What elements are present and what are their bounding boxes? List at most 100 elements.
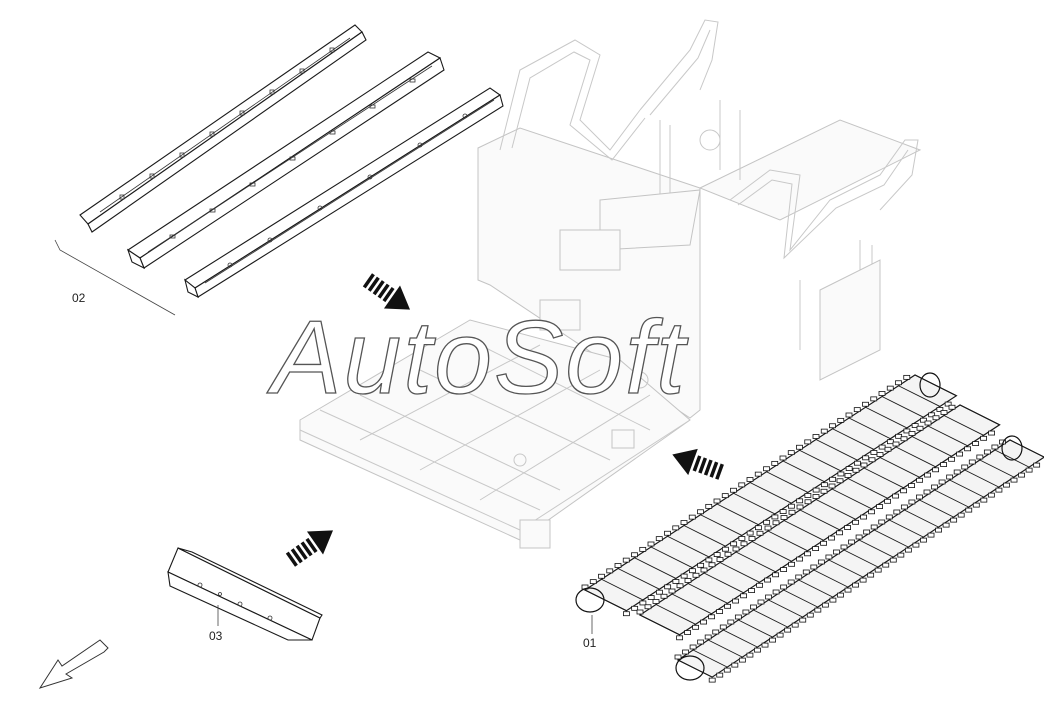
- chain-slat: [751, 541, 792, 562]
- chain-link: [672, 579, 680, 584]
- chain-link: [757, 599, 765, 605]
- chain-link: [780, 584, 788, 590]
- chain-link: [776, 632, 784, 638]
- chain-link: [664, 584, 672, 590]
- chain-link: [769, 637, 776, 643]
- chain-slat: [889, 519, 924, 538]
- chain-slat: [749, 482, 792, 504]
- chain-link: [740, 593, 747, 599]
- chain-link: [876, 504, 883, 509]
- chain-link: [924, 472, 931, 478]
- chain-slat: [865, 406, 908, 429]
- chain-link: [863, 529, 871, 535]
- chain-link: [740, 541, 748, 547]
- chain-link: [900, 436, 908, 442]
- chain-link: [772, 589, 780, 595]
- chain-link: [829, 476, 837, 482]
- chain-link: [927, 532, 935, 538]
- chain-link: [795, 574, 803, 580]
- chain-link: [614, 563, 622, 568]
- chain-link: [787, 450, 795, 456]
- chain-link: [812, 434, 820, 439]
- chain-slat: [934, 489, 969, 508]
- chain-link: [732, 546, 740, 552]
- chain-slat: [964, 469, 1000, 488]
- chain-link: [639, 546, 647, 552]
- chain-link: [788, 561, 795, 567]
- chain-link: [796, 444, 803, 450]
- chain-link: [878, 444, 886, 450]
- chain-link: [995, 487, 1003, 493]
- chain-slat: [584, 589, 627, 612]
- chain-link: [860, 514, 867, 520]
- chain-link: [957, 512, 965, 518]
- chain-link: [804, 499, 812, 505]
- chain-link: [804, 493, 812, 498]
- chain-link: [622, 557, 630, 563]
- chain-link: [623, 611, 630, 617]
- chain-link: [765, 594, 772, 600]
- chain-link: [727, 619, 735, 625]
- chain-slat: [768, 599, 803, 618]
- chain-link: [796, 498, 804, 504]
- chain-link: [940, 410, 948, 415]
- chain-slat: [719, 562, 760, 583]
- chain-link: [983, 449, 991, 455]
- chain-link: [892, 493, 899, 499]
- chain-link: [712, 629, 720, 635]
- chain-link: [784, 627, 792, 633]
- chain-link: [852, 467, 860, 473]
- chain-link: [788, 509, 796, 515]
- chain-slat: [735, 551, 776, 573]
- chain-link: [836, 478, 844, 484]
- chain-link: [931, 484, 938, 490]
- chain-slat: [881, 396, 924, 418]
- chain-link: [780, 567, 787, 572]
- chain-link: [676, 583, 684, 589]
- chain-link: [874, 567, 882, 573]
- chain-link: [928, 412, 936, 418]
- chain-link: [756, 582, 763, 588]
- chain-slat: [911, 436, 952, 457]
- chain-slat: [799, 449, 842, 472]
- chain-link: [804, 551, 811, 557]
- chain-link: [779, 455, 787, 461]
- chain-link: [668, 588, 676, 594]
- chain-link: [606, 568, 614, 574]
- chain-link: [724, 551, 732, 557]
- chain-link: [680, 573, 688, 579]
- chain-link: [868, 509, 875, 515]
- chain-slat: [815, 439, 858, 461]
- chain-link: [940, 462, 947, 467]
- chain-link: [656, 589, 663, 595]
- chain-link: [820, 540, 827, 546]
- chassis-frame: [299, 19, 922, 549]
- chain-link: [780, 515, 788, 520]
- chain-link: [692, 572, 700, 578]
- chain-slat: [716, 503, 759, 526]
- chain-link: [845, 412, 853, 418]
- chain-link: [854, 460, 861, 466]
- chain-link: [844, 587, 852, 593]
- chain-link: [923, 489, 931, 495]
- chain-link: [885, 514, 893, 520]
- chain-link: [825, 554, 833, 560]
- chain-slat: [655, 604, 696, 625]
- chain-link: [964, 446, 971, 452]
- chain-link: [722, 546, 729, 552]
- chain-link: [911, 423, 919, 428]
- chain-link: [647, 595, 655, 600]
- chain-slat: [979, 459, 1015, 478]
- chain-link: [772, 572, 779, 578]
- chain-link: [754, 471, 762, 477]
- chain-slat: [848, 417, 891, 440]
- chain-link: [876, 452, 884, 457]
- chain-link: [700, 619, 707, 625]
- chain-slat: [949, 479, 985, 498]
- chain-link: [886, 385, 894, 391]
- chain-link: [1010, 477, 1018, 483]
- chain-link: [844, 525, 851, 530]
- chain-link: [878, 391, 886, 396]
- chain-slat: [639, 614, 680, 636]
- chain-slat: [692, 649, 728, 668]
